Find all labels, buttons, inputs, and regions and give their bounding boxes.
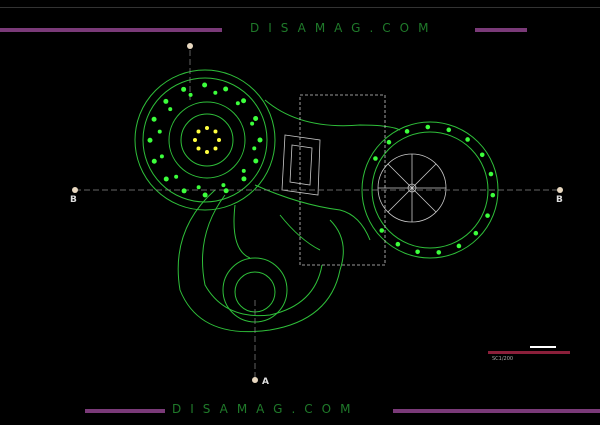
tree-icon <box>174 174 179 179</box>
tree-icon <box>250 121 255 126</box>
tree-icon <box>446 127 452 133</box>
tree-icon <box>386 139 392 145</box>
scale-text: SC1/200 <box>492 356 514 362</box>
top-border-line <box>0 7 600 8</box>
pavilion-wheel <box>281 94 447 266</box>
scale-bar <box>488 351 570 354</box>
tree-icon <box>479 152 485 158</box>
tree-icon <box>373 156 378 161</box>
watermark-top: DISAMAG.COM <box>250 21 438 35</box>
trees <box>147 82 496 255</box>
tree-icon <box>485 213 490 218</box>
tree-icon <box>436 250 442 255</box>
tree-icon <box>253 116 259 122</box>
section-marker-b-left <box>72 187 78 193</box>
tree-icon <box>257 137 263 143</box>
section-marker-top <box>187 43 193 49</box>
tree-icon <box>379 228 385 233</box>
tree-icon <box>213 90 218 95</box>
left-plaza-inner <box>168 101 246 179</box>
tree-icon <box>223 86 229 92</box>
tree-icon <box>181 188 187 194</box>
section-marker-a <box>252 377 258 383</box>
tree-icon <box>425 124 431 130</box>
tree-icon <box>241 176 247 182</box>
tree-icon <box>157 129 162 134</box>
tree-icon <box>193 138 197 142</box>
tree-icon <box>196 146 201 151</box>
watermark-bar-bottom-left <box>85 409 165 413</box>
tree-icon <box>252 146 257 151</box>
watermark-bar-left <box>0 28 222 32</box>
tree-icon <box>415 249 420 255</box>
tree-icon <box>196 129 201 134</box>
tree-icon <box>151 158 157 164</box>
watermark-bar-bottom-right <box>393 409 600 413</box>
tree-icon <box>205 150 209 154</box>
tree-icon <box>202 192 208 198</box>
tree-icon <box>221 183 226 188</box>
tree-icon <box>196 185 201 190</box>
watermark-bottom: DISAMAG.COM <box>172 402 360 416</box>
tree-icon <box>168 107 173 112</box>
tree-icon <box>241 168 246 173</box>
tree-icon <box>202 82 208 88</box>
tree-icon <box>473 230 479 236</box>
tree-icon <box>223 188 229 194</box>
tree-icon <box>163 176 169 182</box>
watermark-bar-right <box>475 28 527 32</box>
tree-icon <box>253 158 259 164</box>
tree-icon <box>241 98 247 104</box>
section-label-b-right: B <box>556 195 563 205</box>
tree-icon <box>163 98 169 104</box>
tree-icon <box>181 86 187 92</box>
tree-icon <box>159 154 164 159</box>
tree-icon <box>147 137 153 143</box>
section-label-a: A <box>262 377 269 387</box>
tree-icon <box>404 129 410 134</box>
tree-icon <box>465 137 470 142</box>
tree-icon <box>235 101 240 106</box>
section-label-b-left: B <box>70 195 77 205</box>
tree-icon <box>395 241 401 247</box>
tree-icon <box>205 126 209 130</box>
left-plaza-outer <box>134 69 276 211</box>
section-marker-b-right <box>557 187 563 193</box>
tree-icon <box>488 171 494 177</box>
tree-icon <box>456 243 462 249</box>
tree-icon <box>213 146 218 151</box>
tree-icon <box>213 129 218 134</box>
tree-icon <box>217 138 221 142</box>
tree-icon <box>151 116 157 122</box>
tree-icon <box>490 192 496 198</box>
tree-icon <box>188 92 193 97</box>
